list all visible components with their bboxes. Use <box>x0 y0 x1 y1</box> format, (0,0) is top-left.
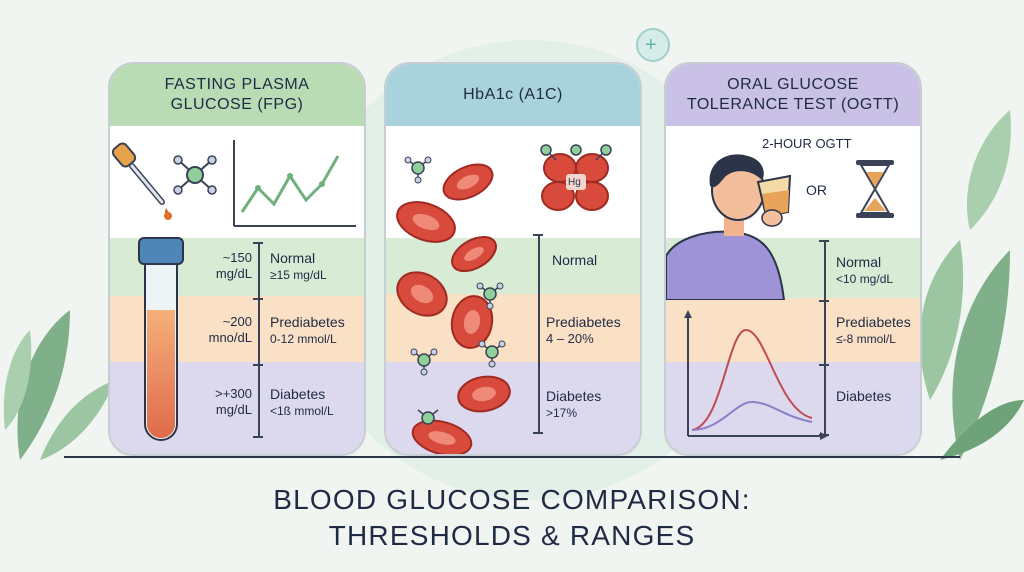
fpg-diabetes-name: Diabetes <box>270 386 326 402</box>
glucose-curve-chart <box>684 310 828 440</box>
a1c-normal-label: Normal <box>552 252 597 269</box>
test-tube-icon <box>138 237 184 441</box>
ogtt-normal-range: <10 mg/dL <box>836 272 894 286</box>
red-blood-cells-illustration <box>396 156 511 454</box>
ogtt-subheading: 2-HOUR OGTT <box>762 136 852 151</box>
ogtt-header: ORAL GLUCOSE TOLERANCE TEST (OGTT) <box>666 64 920 126</box>
page-title-line1: BLOOD GLUCOSE COMPARISON: <box>273 484 751 515</box>
ogtt-ruler-tick <box>819 434 829 436</box>
ogtt-ruler-tick <box>819 300 829 302</box>
line-chart-icon <box>233 140 356 227</box>
person-drinking-icon <box>666 154 792 300</box>
fpg-prediabetes-range: 0-12 mmol/L <box>270 332 337 346</box>
ogtt-heading-line1: ORAL GLUCOSE <box>727 76 859 93</box>
a1c-normal-name: Normal <box>552 252 598 268</box>
fpg-illustration <box>110 126 364 238</box>
dropper-icon <box>111 142 172 220</box>
page-title-line2: THRESHOLDS & RANGES <box>328 520 696 551</box>
page-title: BLOOD GLUCOSE COMPARISON: THRESHOLDS & R… <box>0 482 1024 554</box>
hemoglobin-icon <box>540 144 612 211</box>
ogtt-diabetes-name: Diabetes <box>836 388 892 404</box>
a1c-header: HbA1c (A1C) <box>386 64 640 126</box>
ogtt-card: ORAL GLUCOSE TOLERANCE TEST (OGTT) 2-HOU… <box>664 62 922 456</box>
fpg-diabetes-value: >+300 mg/dL <box>196 386 252 418</box>
ogtt-band-prediabetes <box>666 298 920 362</box>
fpg-diabetes-label: Diabetes <1ß mmol/L <box>270 386 334 419</box>
a1c-ruler-tick <box>533 234 543 236</box>
fpg-header: FASTING PLASMA GLUCOSE (FPG) <box>110 64 364 126</box>
fpg-prediabetes-name: Prediabetes <box>270 314 345 330</box>
fpg-normal-value: ~150 mg/dL <box>200 250 252 282</box>
hemoglobin-label: Hg <box>568 177 581 188</box>
background-circle-small <box>636 28 670 62</box>
fpg-ruler-tick <box>253 242 263 244</box>
a1c-card: HbA1c (A1C) <box>384 62 642 456</box>
molecule-icon <box>173 155 217 195</box>
ogtt-heading-line2: TOLERANCE TEST (OGTT) <box>686 96 900 113</box>
fpg-normal-name: Normal <box>270 250 316 266</box>
fpg-ruler-tick <box>253 298 263 300</box>
fpg-ruler <box>258 242 260 438</box>
fpg-normal-label: Normal ≥15 mg/dL <box>270 250 327 283</box>
baseline-divider <box>64 456 960 458</box>
ogtt-ruler-tick <box>819 364 829 366</box>
fpg-prediabetes-value-line1: ~200 <box>222 314 252 329</box>
fpg-prediabetes-value-line2: mno/dL <box>208 330 252 345</box>
fpg-prediabetes-label: Prediabetes 0-12 mmol/L <box>270 314 345 347</box>
ogtt-prediabetes-label: Prediabetes ≤-8 mmol/L <box>836 314 911 347</box>
a1c-ruler-tick <box>533 432 543 434</box>
ogtt-ruler-tick <box>819 240 829 242</box>
a1c-diabetes-range: >17% <box>546 406 578 420</box>
a1c-ruler <box>538 234 540 434</box>
fpg-card: FASTING PLASMA GLUCOSE (FPG) <box>108 62 366 456</box>
fpg-ruler-tick <box>253 436 263 438</box>
leaf-decoration-right <box>920 110 1024 460</box>
ogtt-ruler <box>824 240 826 436</box>
a1c-heading: HbA1c (A1C) <box>463 86 563 103</box>
fpg-diabetes-value-line1: >+300 <box>215 386 252 401</box>
fpg-normal-value-line2: mg/dL <box>215 266 252 281</box>
ogtt-normal-name: Normal <box>836 254 882 270</box>
fpg-heading-line2: GLUCOSE (FPG) <box>170 96 304 113</box>
ogtt-or-label: OR <box>806 182 827 198</box>
plus-icon: + <box>645 34 657 56</box>
a1c-prediabetes-label: Prediabetes 4 – 20% <box>546 314 621 347</box>
leaf-decoration-left <box>3 310 115 460</box>
hourglass-icon <box>856 160 894 218</box>
ogtt-prediabetes-name: Prediabetes <box>836 314 911 330</box>
fpg-ruler-tick <box>253 364 263 366</box>
ogtt-prediabetes-range: ≤-8 mmol/L <box>836 332 896 346</box>
ogtt-normal-label: Normal <10 mg/dL <box>836 254 893 287</box>
fpg-prediabetes-value: ~200 mno/dL <box>196 314 252 346</box>
fpg-normal-range: ≥15 mg/dL <box>270 268 327 282</box>
fpg-heading-line1: FASTING PLASMA <box>164 76 310 93</box>
a1c-prediabetes-name: Prediabetes <box>546 314 621 330</box>
ogtt-diabetes-label: Diabetes <box>836 388 891 405</box>
ogtt-band-diabetes <box>666 362 920 454</box>
a1c-prediabetes-range: 4 – 20% <box>546 331 594 346</box>
fpg-diabetes-value-line2: mg/dL <box>215 402 252 417</box>
fpg-normal-value-line1: ~150 <box>222 250 252 265</box>
fpg-diabetes-range: <1ß mmol/L <box>270 404 334 418</box>
a1c-diabetes-name: Diabetes <box>546 388 602 404</box>
a1c-diabetes-label: Diabetes >17% <box>546 388 601 421</box>
